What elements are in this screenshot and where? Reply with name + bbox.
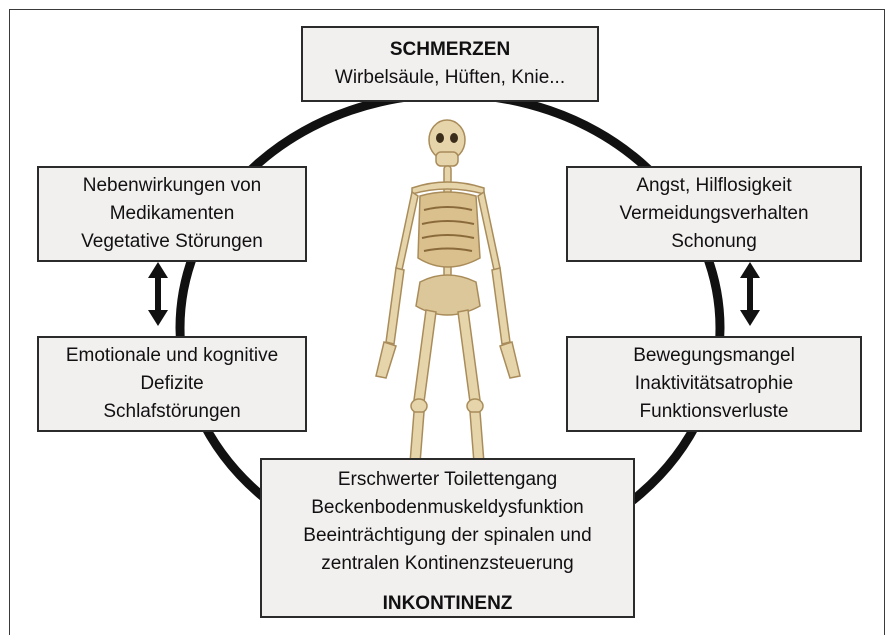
box-line: Erschwerter Toilettengang bbox=[338, 466, 557, 494]
box-line: Vermeidungsverhalten bbox=[619, 200, 808, 228]
box-line: Medikamenten bbox=[110, 200, 235, 228]
double-arrow-right-icon bbox=[738, 260, 762, 328]
box-nebenwirkungen: Nebenwirkungen von Medikamenten Vegetati… bbox=[37, 166, 307, 262]
box-schmerzen: SCHMERZEN Wirbelsäule, Hüften, Knie... bbox=[301, 26, 599, 102]
box-line: zentralen Kontinenzsteuerung bbox=[321, 550, 573, 578]
box-bewegungsmangel: Bewegungsmangel Inaktivitätsatrophie Fun… bbox=[566, 336, 862, 432]
skeleton-illustration bbox=[360, 118, 540, 463]
box-line: Angst, Hilflosigkeit bbox=[636, 172, 791, 200]
box-line: Beckenbodenmuskeldysfunktion bbox=[311, 494, 584, 522]
box-line: Beeinträchtigung der spinalen und bbox=[303, 522, 591, 550]
double-arrow-left-icon bbox=[146, 260, 170, 328]
box-schmerzen-subtitle: Wirbelsäule, Hüften, Knie... bbox=[335, 64, 565, 92]
box-inkontinenz: Erschwerter Toilettengang Beckenbodenmus… bbox=[260, 458, 635, 618]
box-line: Inaktivitätsatrophie bbox=[635, 370, 793, 398]
box-line: Bewegungsmangel bbox=[633, 342, 795, 370]
box-line: Emotionale und kognitive bbox=[66, 342, 278, 370]
box-angst: Angst, Hilflosigkeit Vermeidungsverhalte… bbox=[566, 166, 862, 262]
box-schmerzen-title: SCHMERZEN bbox=[390, 36, 510, 64]
box-line: Vegetative Störungen bbox=[81, 228, 263, 256]
box-line: Schlafstörungen bbox=[103, 398, 240, 426]
box-line: Funktionsverluste bbox=[640, 398, 789, 426]
box-line: Schonung bbox=[671, 228, 757, 256]
box-line: Defizite bbox=[140, 370, 203, 398]
box-line: Nebenwirkungen von bbox=[83, 172, 262, 200]
box-emotionale-defizite: Emotionale und kognitive Defizite Schlaf… bbox=[37, 336, 307, 432]
box-inkontinenz-title: INKONTINENZ bbox=[383, 590, 513, 618]
